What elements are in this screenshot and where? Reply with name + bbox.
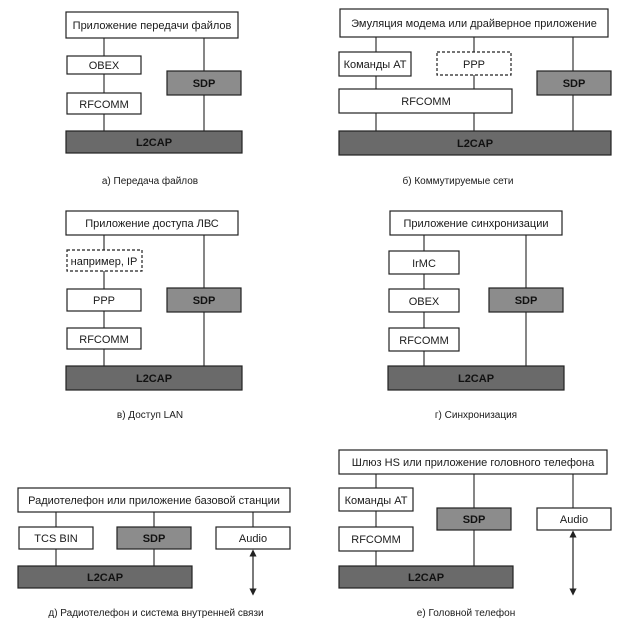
sdp-box — [536, 70, 612, 96]
l2cap-label: L2CAP — [458, 373, 494, 385]
rfcomm-box — [66, 327, 142, 350]
l2cap-label: L2CAP — [457, 138, 493, 150]
app-label: Приложение синхронизации — [404, 218, 549, 230]
l2cap-label: L2CAP — [408, 572, 444, 584]
l2cap-box — [338, 130, 612, 156]
at-commands-box — [338, 51, 412, 77]
panel-caption: е) Головной телефон — [417, 607, 515, 619]
at-commands-box — [338, 487, 414, 512]
rfcomm-label: RFCOMM — [399, 335, 449, 347]
panel-cordless-telephony: Радиотелефон или приложение базовой стан… — [17, 487, 291, 619]
example-ip-box — [66, 249, 143, 272]
app-box — [65, 11, 239, 39]
panel-caption: в) Доступ LAN — [117, 410, 183, 421]
tcs-bin-box — [18, 526, 94, 550]
l2cap-label: L2CAP — [87, 572, 123, 584]
sdp-box — [436, 507, 512, 531]
sdp-label: SDP — [143, 533, 166, 545]
sdp-box — [116, 526, 192, 550]
app-box — [338, 449, 608, 475]
example-ip-label: например, IP — [71, 256, 138, 268]
ppp-label: PPP — [463, 59, 485, 71]
panel-caption: б) Коммутируемые сети — [403, 175, 514, 187]
at-commands-label: Команды АТ — [344, 59, 407, 71]
tcs-bin-label: TCS BIN — [34, 533, 77, 545]
ppp-label: PPP — [93, 295, 115, 307]
rfcomm-label: RFCOMM — [351, 534, 401, 546]
app-label: Шлюз HS или приложение головного телефон… — [352, 457, 595, 469]
rfcomm-box — [338, 88, 513, 114]
app-box — [389, 210, 563, 236]
rfcomm-box — [66, 92, 142, 115]
panel-caption: г) Синхронизация — [435, 410, 517, 421]
sdp-label: SDP — [193, 78, 216, 90]
obex-label: OBEX — [409, 296, 440, 308]
rfcomm-label: RFCOMM — [79, 334, 129, 346]
l2cap-label: L2CAP — [136, 137, 172, 149]
l2cap-box — [17, 565, 193, 589]
audio-box — [536, 507, 612, 531]
sdp-label: SDP — [193, 295, 216, 307]
rfcomm-box — [338, 526, 414, 552]
rfcomm-label: RFCOMM — [79, 99, 129, 111]
l2cap-box — [65, 130, 243, 154]
panel-file-transfer: Приложение передачи файлов OBEX SDP RFCO… — [65, 11, 243, 187]
panel-lan-access: Приложение доступа ЛВС например, IP PPP … — [65, 210, 243, 421]
ppp-box — [436, 51, 512, 76]
rfcomm-box — [388, 327, 460, 352]
irmc-label: IrMC — [412, 258, 436, 270]
app-label: Радиотелефон или приложение базовой стан… — [28, 495, 280, 507]
audio-label: Audio — [560, 514, 588, 526]
at-commands-label: Команды АТ — [345, 495, 408, 507]
obex-box — [388, 288, 460, 313]
audio-box — [215, 526, 291, 550]
rfcomm-label: RFCOMM — [401, 96, 451, 108]
sdp-label: SDP — [515, 295, 538, 307]
ppp-box — [66, 288, 142, 312]
l2cap-box — [338, 565, 514, 589]
audio-label: Audio — [239, 533, 267, 545]
panel-dialup-networking: Эмуляция модема или драйверное приложени… — [338, 8, 612, 187]
panel-caption: а) Передача файлов — [102, 175, 198, 187]
l2cap-box — [65, 365, 243, 391]
irmc-box — [388, 250, 460, 275]
sdp-label: SDP — [463, 514, 486, 526]
app-label: Приложение передачи файлов — [73, 20, 232, 32]
l2cap-box — [387, 365, 565, 391]
obex-label: OBEX — [89, 60, 120, 72]
l2cap-label: L2CAP — [136, 373, 172, 385]
panel-headset: Шлюз HS или приложение головного телефон… — [338, 449, 612, 619]
obex-box — [66, 55, 142, 75]
app-box — [65, 210, 239, 236]
app-box — [339, 8, 609, 38]
sdp-box — [166, 70, 242, 96]
sdp-box — [166, 287, 242, 313]
app-label: Приложение доступа ЛВС — [85, 218, 219, 230]
panel-caption: д) Радиотелефон и система внутренней свя… — [48, 607, 263, 619]
app-label: Эмуляция модема или драйверное приложени… — [351, 18, 597, 30]
sdp-label: SDP — [563, 78, 586, 90]
sdp-box — [488, 287, 564, 313]
panel-synchronization: Приложение синхронизации IrMC OBEX SDP R… — [387, 210, 565, 421]
app-box — [17, 487, 291, 513]
